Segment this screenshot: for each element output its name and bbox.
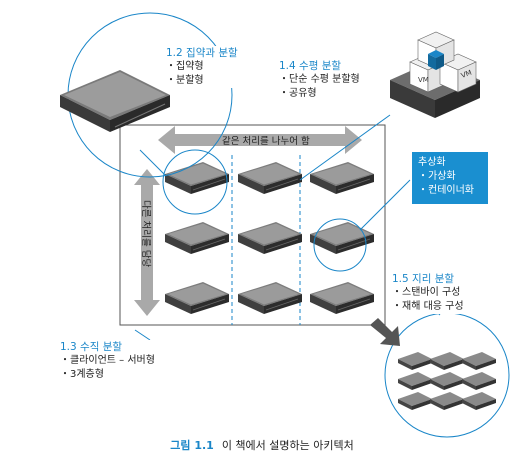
server [164, 221, 230, 255]
section-item: ・3계층형 [60, 369, 104, 380]
mini-server [462, 372, 496, 390]
section-item: ・분할형 [166, 75, 204, 86]
abstraction-title: 추상화 [418, 157, 446, 168]
connector [359, 179, 411, 231]
container-stack [428, 50, 444, 70]
server [164, 161, 230, 195]
abstraction-item: ・컨테이너화 [418, 185, 474, 196]
server-grid [164, 161, 375, 315]
connector [134, 329, 151, 341]
mini-server [430, 352, 464, 370]
horizontal-arrow [158, 126, 362, 154]
mini-server [398, 372, 432, 390]
section-item: ・단순 수평 분할형 [279, 74, 360, 85]
large-server [60, 70, 170, 132]
section-1-2: 1.2 집약과 분할 ・집약형 ・분할형 [166, 46, 238, 88]
section-title: 1.4 수평 분할 [279, 60, 342, 72]
vm-label: VM [460, 69, 473, 80]
figure-caption: 그림 1.1 이 책에서 설명하는 아키텍처 [0, 437, 524, 453]
section-1-3: 1.3 수직 분할 ・클라이언트 – 서버형 ・3계층형 [60, 340, 155, 382]
mini-server [462, 352, 496, 370]
abstraction-box: 추상화 ・가상화 ・컨테이너화 [412, 152, 488, 204]
mini-server [462, 392, 496, 410]
section-item: ・공유형 [279, 88, 317, 99]
section-item: ・클라이언트 – 서버형 [60, 355, 155, 366]
server [309, 281, 375, 315]
zoom-circle-small [162, 149, 228, 215]
abstraction-item: ・가상화 [418, 171, 456, 182]
vertical-arrow [134, 169, 160, 316]
server [237, 221, 303, 255]
connector [139, 149, 166, 176]
server [309, 221, 375, 255]
section-title: 1.2 집약과 분할 [166, 47, 238, 59]
section-1-5: 1.5 지리 분할 ・스탠바이 구성 ・재해 대응 구성 [392, 272, 464, 314]
vertical-arrow-label: 다른 처리를 담당 [140, 200, 152, 267]
connector [299, 114, 391, 181]
main-region [119, 124, 386, 326]
figure-caption-text: 이 책에서 설명하는 아키텍처 [221, 439, 354, 452]
figure-number: 그림 1.1 [170, 439, 214, 452]
section-item: ・스탠바이 구성 [392, 287, 461, 298]
section-title: 1.3 수직 분할 [60, 341, 123, 353]
server [237, 161, 303, 195]
section-1-4: 1.4 수평 분할 ・단순 수평 분할형 ・공유형 [279, 59, 360, 101]
section-item: ・재해 대응 구성 [392, 301, 464, 312]
mini-server [430, 392, 464, 410]
server [164, 281, 230, 315]
mini-server [430, 372, 464, 390]
server [309, 161, 375, 195]
horizontal-arrow-label: 같은 처리를 나누어 함 [222, 135, 310, 147]
section-title: 1.5 지리 분할 [392, 273, 455, 285]
server [237, 281, 303, 315]
geo-server-cluster [398, 352, 496, 410]
mini-server [398, 352, 432, 370]
mini-server [398, 392, 432, 410]
vm-host-server: VM VM [390, 31, 480, 118]
highlight-circle [313, 218, 367, 272]
vm-label: VM [418, 76, 429, 84]
section-item: ・집약형 [166, 61, 204, 72]
geo-arrow [370, 318, 400, 346]
